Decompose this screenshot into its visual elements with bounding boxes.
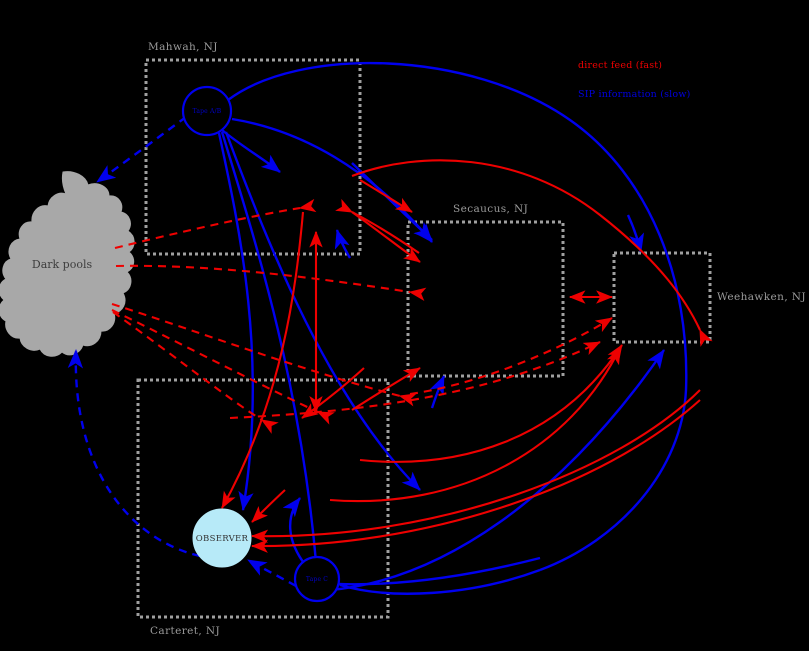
direct-feed-weehawken-mahwah (351, 159, 713, 347)
sip-link-up-mahwah (334, 229, 352, 259)
tape-ab-label: Tape A/B (193, 108, 222, 115)
cloud-label-dark-pools: Dark pools (32, 258, 93, 271)
direct-feed-short-observer (251, 489, 286, 523)
direct-feed-secaucus-observer (251, 399, 701, 553)
sip-link-into-secaucus (351, 162, 433, 241)
direct-feed-mahwah-observer (221, 211, 305, 509)
direct-feed-mid-up-right (351, 367, 421, 411)
sip-information-links (67, 61, 688, 595)
sip-link-tapec-right (337, 556, 541, 586)
datacenter-label-weehawken: Weehawken, NJ (717, 291, 806, 303)
direct-feed-darkpools-1 (114, 198, 317, 250)
tape-c-label: Tape C (306, 576, 328, 583)
direct-feed-darkpools-3 (111, 302, 417, 407)
direct-feed-mid-down-left (301, 367, 365, 419)
direct-feed-links (111, 159, 713, 553)
direct-feed-carteret-weehawken (359, 344, 623, 463)
sip-link-tapec-observer (247, 558, 297, 588)
datacenter-carteret: Carteret, NJ (136, 378, 390, 637)
direct-feed-darkpools-4 (111, 309, 335, 425)
direct-feed-carteret-weehawken-dashed (229, 341, 601, 420)
direct-feed-darkpools-5 (112, 311, 279, 434)
tape-c-circle[interactable] (293, 555, 341, 603)
datacenter-box-carteret (136, 378, 390, 619)
sip-link-mahwah-tapec (220, 131, 318, 563)
datacenter-weehawken: Weehawken, NJ (612, 251, 806, 344)
datacenter-label-mahwah: Mahwah, NJ (148, 41, 218, 53)
datacenter-mahwah: Mahwah, NJ (144, 41, 362, 256)
observer-label: OBSERVER (196, 534, 249, 544)
node-observer[interactable]: OBSERVER (192, 508, 252, 568)
datacenter-box-weehawken (612, 251, 712, 344)
observer-circle[interactable] (192, 508, 252, 568)
node-tape-ab[interactable]: Tape A/B (181, 85, 233, 137)
datacenter-label-carteret: Carteret, NJ (150, 625, 220, 637)
sip-link-carteret-weehawken (329, 349, 665, 592)
sip-link-mahwah-weehawken-outer (227, 61, 688, 572)
sip-link-mahwah-weehawken-lower (224, 131, 421, 491)
node-tape-c[interactable]: Tape C (293, 555, 341, 603)
sip-link-mahwah-darkpools (96, 116, 187, 183)
direct-feed-weehawken-observer (251, 389, 701, 544)
sip-link-mahwah-secaucus (231, 117, 433, 243)
tape-ab-circle[interactable] (181, 85, 233, 137)
legend-item-direct-feed: direct feed (fast) (578, 60, 662, 71)
direct-feed-into-secaucus-tl (351, 211, 421, 263)
datacenter-label-secaucus: Secaucus, NJ (453, 203, 528, 215)
cloud-shape (0, 171, 135, 357)
legend: direct feed (fast) SIP information (slow… (578, 60, 691, 100)
direct-feed-carteret-weehawken-2 (329, 347, 621, 503)
sip-link-into-secaucus-bottom (429, 375, 446, 409)
legend-item-sip-information: SIP information (slow) (578, 89, 691, 100)
direct-feed-into-box-right (359, 179, 413, 213)
cloud-dark-pools: Dark pools (0, 171, 135, 357)
direct-feed-darkpools-2 (115, 264, 427, 301)
sip-link-observer-darkpools (67, 349, 201, 558)
sip-link-tapec-up (282, 497, 307, 567)
sip-link-outer-lower (339, 568, 541, 595)
